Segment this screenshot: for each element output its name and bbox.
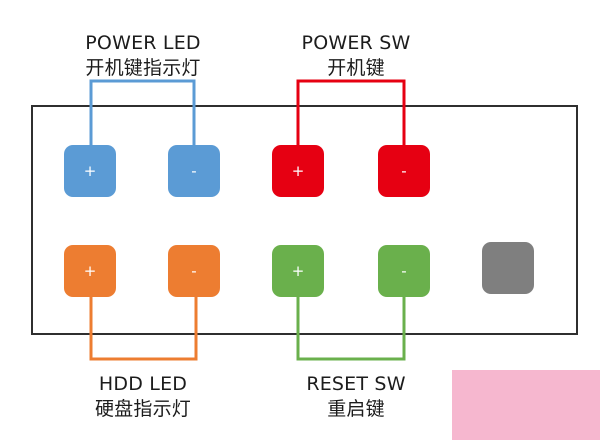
hdd-led-label: HDD LED 硬盘指示灯 bbox=[43, 372, 243, 422]
decorative-pink-block bbox=[452, 370, 600, 440]
pin-power-sw-minus: - bbox=[378, 145, 430, 197]
power-led-wire bbox=[89, 79, 196, 145]
hdd-led-wire bbox=[89, 297, 198, 361]
power-sw-label: POWER SW 开机键 bbox=[256, 31, 456, 81]
power-led-label-cn: 开机键指示灯 bbox=[85, 57, 201, 79]
power-sw-label-cn: 开机键 bbox=[327, 57, 385, 79]
reset-sw-label-en: RESET SW bbox=[306, 373, 406, 395]
pin-hdd-led-minus: - bbox=[168, 245, 220, 297]
pin-hdd-led-plus: + bbox=[64, 245, 116, 297]
reset-sw-label: RESET SW 重启键 bbox=[256, 372, 456, 422]
pin-reset-sw-minus: - bbox=[378, 245, 430, 297]
power-led-label-en: POWER LED bbox=[85, 32, 201, 54]
pin-power-sw-plus: + bbox=[272, 145, 324, 197]
header-board bbox=[31, 105, 578, 335]
reset-sw-wire bbox=[296, 297, 406, 361]
pin-power-led-plus: + bbox=[64, 145, 116, 197]
power-sw-wire bbox=[296, 79, 406, 145]
reset-sw-label-cn: 重启键 bbox=[327, 398, 385, 420]
power-led-label: POWER LED 开机键指示灯 bbox=[43, 31, 243, 81]
hdd-led-label-cn: 硬盘指示灯 bbox=[94, 398, 191, 420]
pin-unused bbox=[482, 242, 534, 294]
pin-power-led-minus: - bbox=[168, 145, 220, 197]
power-sw-label-en: POWER SW bbox=[301, 32, 411, 54]
hdd-led-label-en: HDD LED bbox=[98, 373, 188, 395]
pin-reset-sw-plus: + bbox=[272, 245, 324, 297]
